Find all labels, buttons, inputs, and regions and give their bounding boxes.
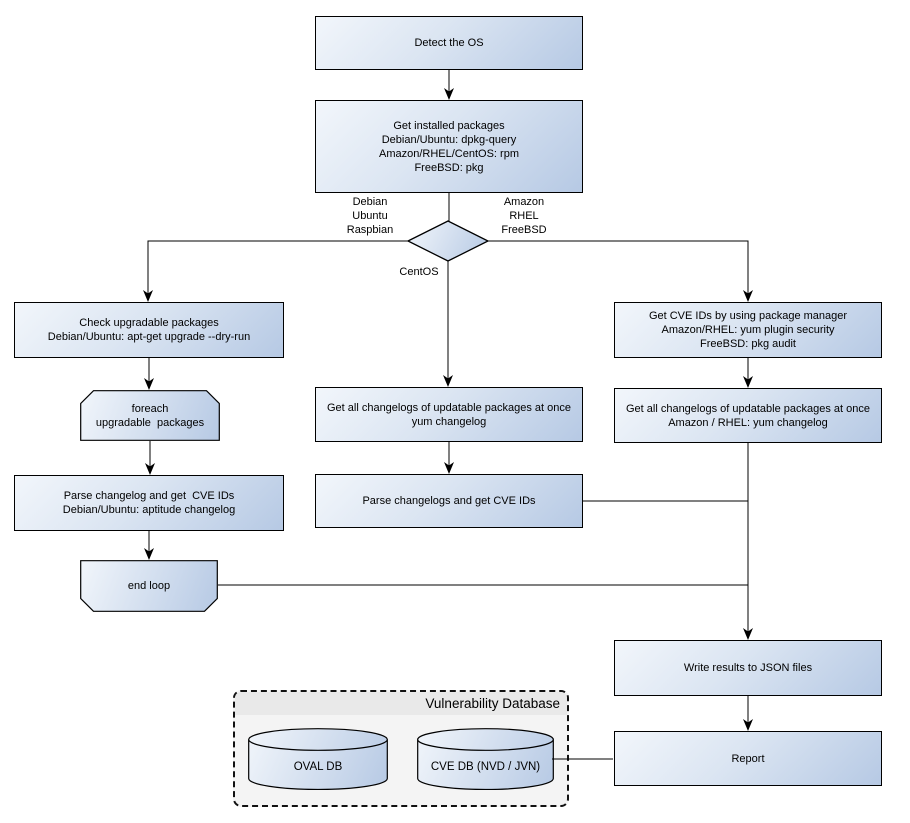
- flow-node-parse-changelogs-centos: Parse changelogs and get CVE IDs: [315, 474, 583, 528]
- flow-node-get-cve-ids-package-manager: Get CVE IDs by using package manager Ama…: [614, 302, 882, 358]
- edge-decision-to-debian-branch: [143, 240, 408, 302]
- flow-node-report: Report: [614, 731, 882, 786]
- database-cylinder-icon: [248, 728, 388, 790]
- node-label: Check upgradable packages Debian/Ubuntu:…: [47, 317, 251, 343]
- flow-node-check-upgradable-packages: Check upgradable packages Debian/Ubuntu:…: [14, 302, 284, 358]
- loop-start-shape: [80, 390, 220, 441]
- node-label: end loop: [127, 580, 171, 592]
- node-label: Report: [731, 752, 765, 765]
- branch-label-amazon-rhel-freebsd: Amazon RHEL FreeBSD: [501, 196, 547, 236]
- database-cylinder-icon: [417, 728, 554, 790]
- node-label: Detect the OS: [414, 37, 484, 49]
- flow-node-parse-changelog-debian: Parse changelog and get CVE IDs Debian/U…: [14, 475, 284, 531]
- node-label: Parse changelogs and get CVE IDs: [362, 495, 536, 507]
- edge-decision-to-amazon-branch: [488, 240, 753, 302]
- node-label: CVE DB (NVD / JVN): [430, 761, 541, 773]
- node-label: Write results to JSON files: [683, 662, 813, 674]
- vulnerability-database-group: Vulnerability Database OVAL DB: [233, 690, 569, 807]
- branch-label-centos: CentOS: [399, 266, 439, 278]
- cve-db-cylinder: CVE DB (NVD / JVN): [417, 728, 554, 790]
- node-label: OVAL DB: [293, 761, 343, 773]
- oval-db-cylinder: OVAL DB: [248, 728, 388, 790]
- node-label: foreach upgradable packages: [95, 402, 205, 429]
- node-label: Get CVE IDs by using package manager Ama…: [648, 310, 848, 350]
- flow-node-end-loop: end loop: [80, 560, 218, 612]
- flow-node-detect-os: Detect the OS: [315, 16, 583, 70]
- flow-node-foreach-loop-start: foreach upgradable packages: [80, 390, 220, 441]
- node-label: Get all changelogs of updatable packages…: [326, 401, 571, 428]
- branch-label-debian-ubuntu-raspbian: Debian Ubuntu Raspbian: [346, 196, 394, 236]
- flow-node-get-installed-packages: Get installed packages Debian/Ubuntu: dp…: [315, 100, 583, 193]
- node-label: Parse changelog and get CVE IDs Debian/U…: [62, 490, 236, 516]
- flow-node-get-changelogs-centos: Get all changelogs of updatable packages…: [315, 387, 583, 442]
- os-decision-diamond: [406, 220, 490, 262]
- vulnerability-database-title: Vulnerability Database: [235, 692, 567, 715]
- flow-node-get-changelogs-amazon: Get all changelogs of updatable packages…: [614, 388, 882, 443]
- node-label: Get all changelogs of updatable packages…: [625, 402, 870, 429]
- loop-end-shape: [80, 560, 218, 612]
- flow-node-write-results-json: Write results to JSON files: [614, 640, 882, 696]
- node-label: Get installed packages Debian/Ubuntu: dp…: [379, 119, 519, 174]
